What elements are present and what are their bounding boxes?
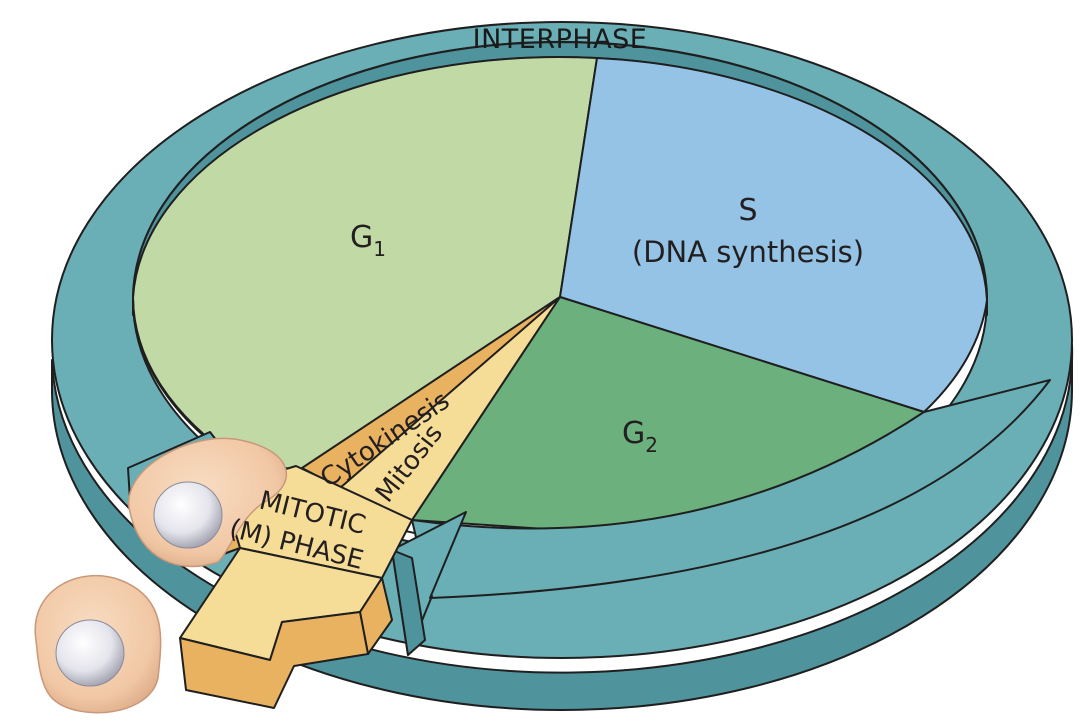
ring-front-band — [411, 379, 1051, 599]
s-detail-label: (DNA synthesis) — [632, 235, 864, 269]
cell-lower-nucleus — [55, 619, 125, 687]
g2-subscript: 2 — [645, 433, 658, 457]
g1-subscript: 1 — [373, 237, 386, 261]
s-sector — [559, 57, 988, 413]
s-label: S — [738, 193, 757, 228]
g2-label: G2 — [622, 416, 658, 457]
cell-upper-nucleus — [153, 481, 223, 549]
interphase-label: INTERPHASE — [473, 24, 648, 55]
ring-arrowhead-side — [391, 549, 426, 656]
g1-label: G1 — [350, 220, 386, 261]
cell-lower — [34, 575, 162, 714]
ring-arrow — [127, 379, 1051, 656]
cell-upper — [127, 437, 288, 568]
mitotic-arrow-front — [179, 611, 369, 709]
